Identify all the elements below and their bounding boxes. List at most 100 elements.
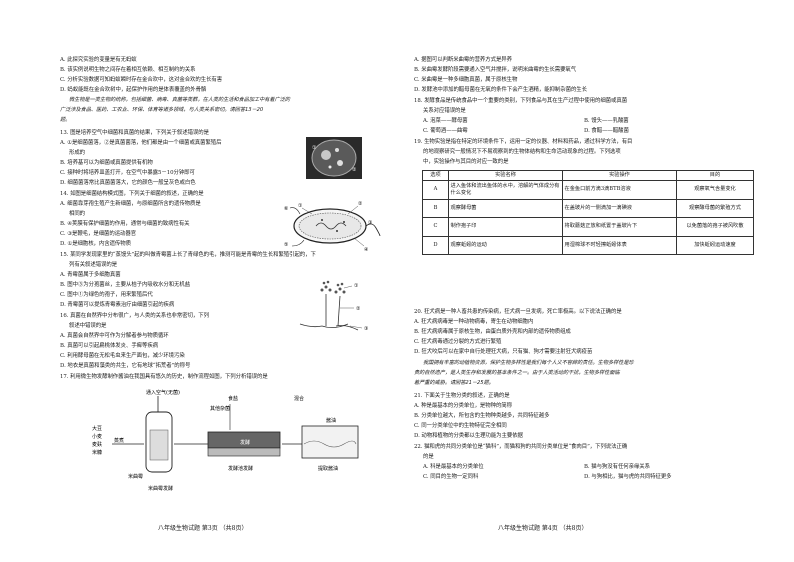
table-header: 选项 xyxy=(422,170,449,181)
colony-label: ① xyxy=(312,145,317,151)
left-line: 形成的 xyxy=(69,150,86,156)
right-line: 22. 猫和虎的共同分类单位是“猫科”，而猫和狗的共同分类单位是“食肉目”，下列… xyxy=(414,444,628,450)
table-cell: A xyxy=(422,180,449,200)
table-cell: 制作孢子印 xyxy=(448,217,563,237)
table-header: 实验名称 xyxy=(448,170,563,181)
left-line: 14. 如图是细菌结构模式图，下列关于细菌的叙述，正确的是 xyxy=(60,191,204,197)
penicillium-label: ③ xyxy=(364,326,368,332)
table-cell: 在盖玻片的一侧滴加一滴碘液 xyxy=(562,198,677,218)
right-line: C. 同目的生物一定同科 xyxy=(423,474,479,480)
left-line: A. ①是细菌菌落，②是真菌菌落，他们都是由一个细菌或真菌繁殖后 xyxy=(60,140,222,146)
left-line: A. 此探究实验的变量是有无蚂蚁 xyxy=(60,57,137,63)
right-line: 中，实验操作与其目的对应一致的是 xyxy=(423,159,509,165)
right-line: B. 米曲霉发酵阶段需要通入空气并搅拌，说明米曲霉的生长需要氧气 xyxy=(414,67,577,73)
bacterium-label: ⑥ xyxy=(284,206,289,212)
right-line: A. 狂犬病病毒是一种动物病毒，寄生在动物细胞内 xyxy=(414,319,534,325)
process-label: 提取酱油 xyxy=(318,465,338,472)
right-line: 20. 狂犬病是一种人畜共患的传染病，狂犬病一旦发病，死亡率极高。以下说法正确的… xyxy=(414,309,622,315)
colony-label: ② xyxy=(352,167,357,173)
right-line: C. 同一分类单位中的生物特征完全相同 xyxy=(414,423,507,429)
page-footer: 八年级生物试题 第4页 （共8页） xyxy=(498,525,588,532)
penicillium-label: ② xyxy=(356,306,361,312)
right-line: B. 狂犬病病毒属于原核生物，由蛋白质外壳和内部的遗传物质组成 xyxy=(414,329,571,335)
left-line: 叙述中错误的是 xyxy=(69,323,107,329)
bacterium-figure: ① ② ③ ④ ⑤ ⑥ xyxy=(284,201,381,253)
soy-sauce-process-figure: 通入空气(无菌) 大豆 小麦 麦麸 米糠 蒸煮 米曲霉 食盐 其他杂菌 混合 发… xyxy=(92,389,359,492)
right-page: A. 据图可以判断米曲霉的营养方式是异养 B. 米曲霉发酵阶段需要通入空气并搅拌… xyxy=(414,0,756,562)
left-line: 题。 xyxy=(60,117,71,123)
page-footer: 八年级生物试题 第3页 （共8页） xyxy=(158,525,248,532)
table-cell: 观察氧气含量变化 xyxy=(676,180,754,200)
process-label: 大豆 xyxy=(92,425,102,432)
bacterium-label: ① xyxy=(298,203,303,209)
table-header: 实验操作 xyxy=(562,170,677,181)
process-label: 通入空气(无菌) xyxy=(146,389,180,396)
table-cell: 观察酵母菌 xyxy=(448,198,563,218)
table-header: 目的 xyxy=(676,170,754,181)
process-label: 食盐 xyxy=(228,395,238,402)
table-cell: D xyxy=(422,235,449,255)
right-line: 18. 发酵食品是传统食品中一个重要的类别，下列食品与其在生产过程中使用的细菌或… xyxy=(414,98,628,104)
left-line: B. ④荚膜有保护细菌的作用，通常与细菌的致病性有关 xyxy=(60,221,190,227)
left-line: C. 分析实验数据可知蚂蚁瞬时存在金合欢中，这对金合欢的生长有害 xyxy=(60,77,223,83)
petri-dish-figure: ① ② xyxy=(306,137,362,179)
right-line: C. 狂犬病毒通过分裂的方式进行繁殖 xyxy=(414,339,502,345)
right-line: 关系对应错误的是 xyxy=(423,108,466,114)
right-line: B. 猫与狗没有任何亲缘关系 xyxy=(584,464,650,470)
right-line: A. 据图可以判断米曲霉的营养方式是异养 xyxy=(414,57,512,63)
table-cell: 在金鱼口前方滴3滴BTB溶液 xyxy=(562,180,677,200)
table-row: A 进入鱼体和流出鱼体的水中，溶解的气体成分有什么变化 在金鱼口前方滴3滴BTB… xyxy=(422,180,754,200)
left-line: 15. 某同学发现家里的“蒸馒头”起的叫做青霉菌上长了青绿色的毛，推测可能是青霉… xyxy=(60,252,316,258)
process-label: 发酵池发酵 xyxy=(228,465,253,472)
process-label: 蒸煮 xyxy=(114,437,124,444)
process-label: 酱油 xyxy=(326,417,336,424)
table-cell: 以免菌落的孢子被风吹散 xyxy=(676,217,754,237)
left-line: C. 图中①为绿色的孢子，用来繁殖后代 xyxy=(60,292,153,298)
bacterium-label: ② xyxy=(358,201,363,207)
right-line: B. 分类单位越大，所包含的生物种类越多，共同特征越多 xyxy=(414,413,550,419)
left-line: 13. 图是培养空气中细菌和真菌的结果，下列关于叙述错误的是 xyxy=(60,130,209,136)
right-line: C. 米曲霉是一种多细胞真菌，属于原核生物 xyxy=(414,77,518,83)
process-label: 麦麸 xyxy=(92,441,102,448)
right-line: D. 动物和植物的分类都以生理功能为主要依据 xyxy=(414,433,523,439)
left-line: 16. 真菌在自然界中分布很广，与人类的关系也非常密切，下列 xyxy=(60,313,209,319)
process-label: 米曲霉发酵 xyxy=(148,485,173,492)
table-cell: 观察酵母菌的繁殖方式 xyxy=(676,198,754,218)
table-cell: 将取蘑菇正放和纸置于盖玻片下 xyxy=(562,217,677,237)
left-line: D. 青霉菌可以提炼青霉素治疗由细菌引起的疾病 xyxy=(60,302,175,308)
left-line: A. 青霉菌属于多细胞真菌 xyxy=(60,272,121,278)
left-line: B. 该实例说明生物之间存在着相互依赖、相互制约的关系 xyxy=(60,67,196,73)
process-label: 米糠 xyxy=(92,449,102,456)
table-row: C 制作孢子印 将取蘑菇正放和纸置于盖玻片下 以免菌落的孢子被风吹散 xyxy=(422,217,754,237)
right-line: D. 食醋——醋酸菌 xyxy=(584,128,629,134)
right-line: 我国拥有丰富的动植物资源，保护生物多样性是我们每个人义不容辞的责任。生物多样性是… xyxy=(423,360,634,366)
left-line: B. 真菌可以引起扁桃体发炎、手癣等疾病 xyxy=(60,343,159,349)
right-line: D. 发酵池中添加的醋母菌在无氧的条件下会产生酒精，能抑制杂菌的生长 xyxy=(414,87,587,93)
left-line: C. ③是鞭毛，是细菌的运动器官 xyxy=(60,231,137,237)
right-line: C. 葡萄酒——曲霉 xyxy=(423,128,468,134)
left-line: A. 真菌会自然界中可作为分解者参与物质循环 xyxy=(60,333,169,339)
left-line: 列有关叙述错误的是 xyxy=(69,262,118,268)
left-line: D. 细菌菌落常比真菌菌落大，它的颜色一般呈灰色或白色 xyxy=(60,180,196,186)
right-line: 贵的自然遗产，是人类生存和发展的基本条件之一。由于人类活动的干扰，生物多样性面临 xyxy=(414,370,620,376)
table-cell: 用湿棉球不时轻擦蚯蚓体表 xyxy=(562,235,677,255)
process-label: 米曲霉 xyxy=(128,473,143,480)
process-label: 发酵 xyxy=(240,439,250,446)
left-line: 广泛涉及食品、医药、工农业、环保、体育等诸多领域，与人类关系密切。请回答13－2… xyxy=(60,107,264,113)
right-line: 19. 生物实验是指在特定的环境条件下，运用一定的仪器、材料和药品，通过科学方法… xyxy=(414,139,633,145)
table-cell: 加快蚯蚓运动速度 xyxy=(676,235,754,255)
table-row: B 观察酵母菌 在盖玻片的一侧滴加一滴碘液 观察酵母菌的繁殖方式 xyxy=(422,198,754,218)
left-line: D. 地衣是真菌和藻类的共生，它有地球“拓荒者”的称号 xyxy=(60,363,191,369)
right-line: B. 馒头——乳酸菌 xyxy=(584,118,629,124)
left-line: B. 图中③为分孢菌丝，主要从桔子内吸收水分和无机盐 xyxy=(60,282,191,288)
table-cell: 进入鱼体和流出鱼体的水中，溶解的气体成分有什么变化 xyxy=(448,180,563,200)
table-cell: B xyxy=(422,198,449,218)
penicillium-figure: ① ② ③ xyxy=(299,280,368,332)
right-line: D. 与狗相比，猫与虎的共同特征更多 xyxy=(584,474,672,480)
left-line: D. ①是细胞核，内含遗传物质 xyxy=(60,241,131,247)
right-line: 着严重的威胁。请回答21－25题。 xyxy=(414,380,494,386)
left-line: C. 利用酵母菌在无松毛虫来生产面包，减少环境污染 xyxy=(60,353,185,359)
right-line: A. 种是最基本的分类单位，是物种的简称 xyxy=(414,403,512,409)
left-line: D. 蚂蚁能既在金合欢树中，起保护作用的是体表覆盖的外骨骼 xyxy=(60,87,207,93)
left-line: 微生物是一类生物的统称，包括细菌、病毒、真菌等类群，在人类的生活和食品加工中有着… xyxy=(69,97,290,103)
